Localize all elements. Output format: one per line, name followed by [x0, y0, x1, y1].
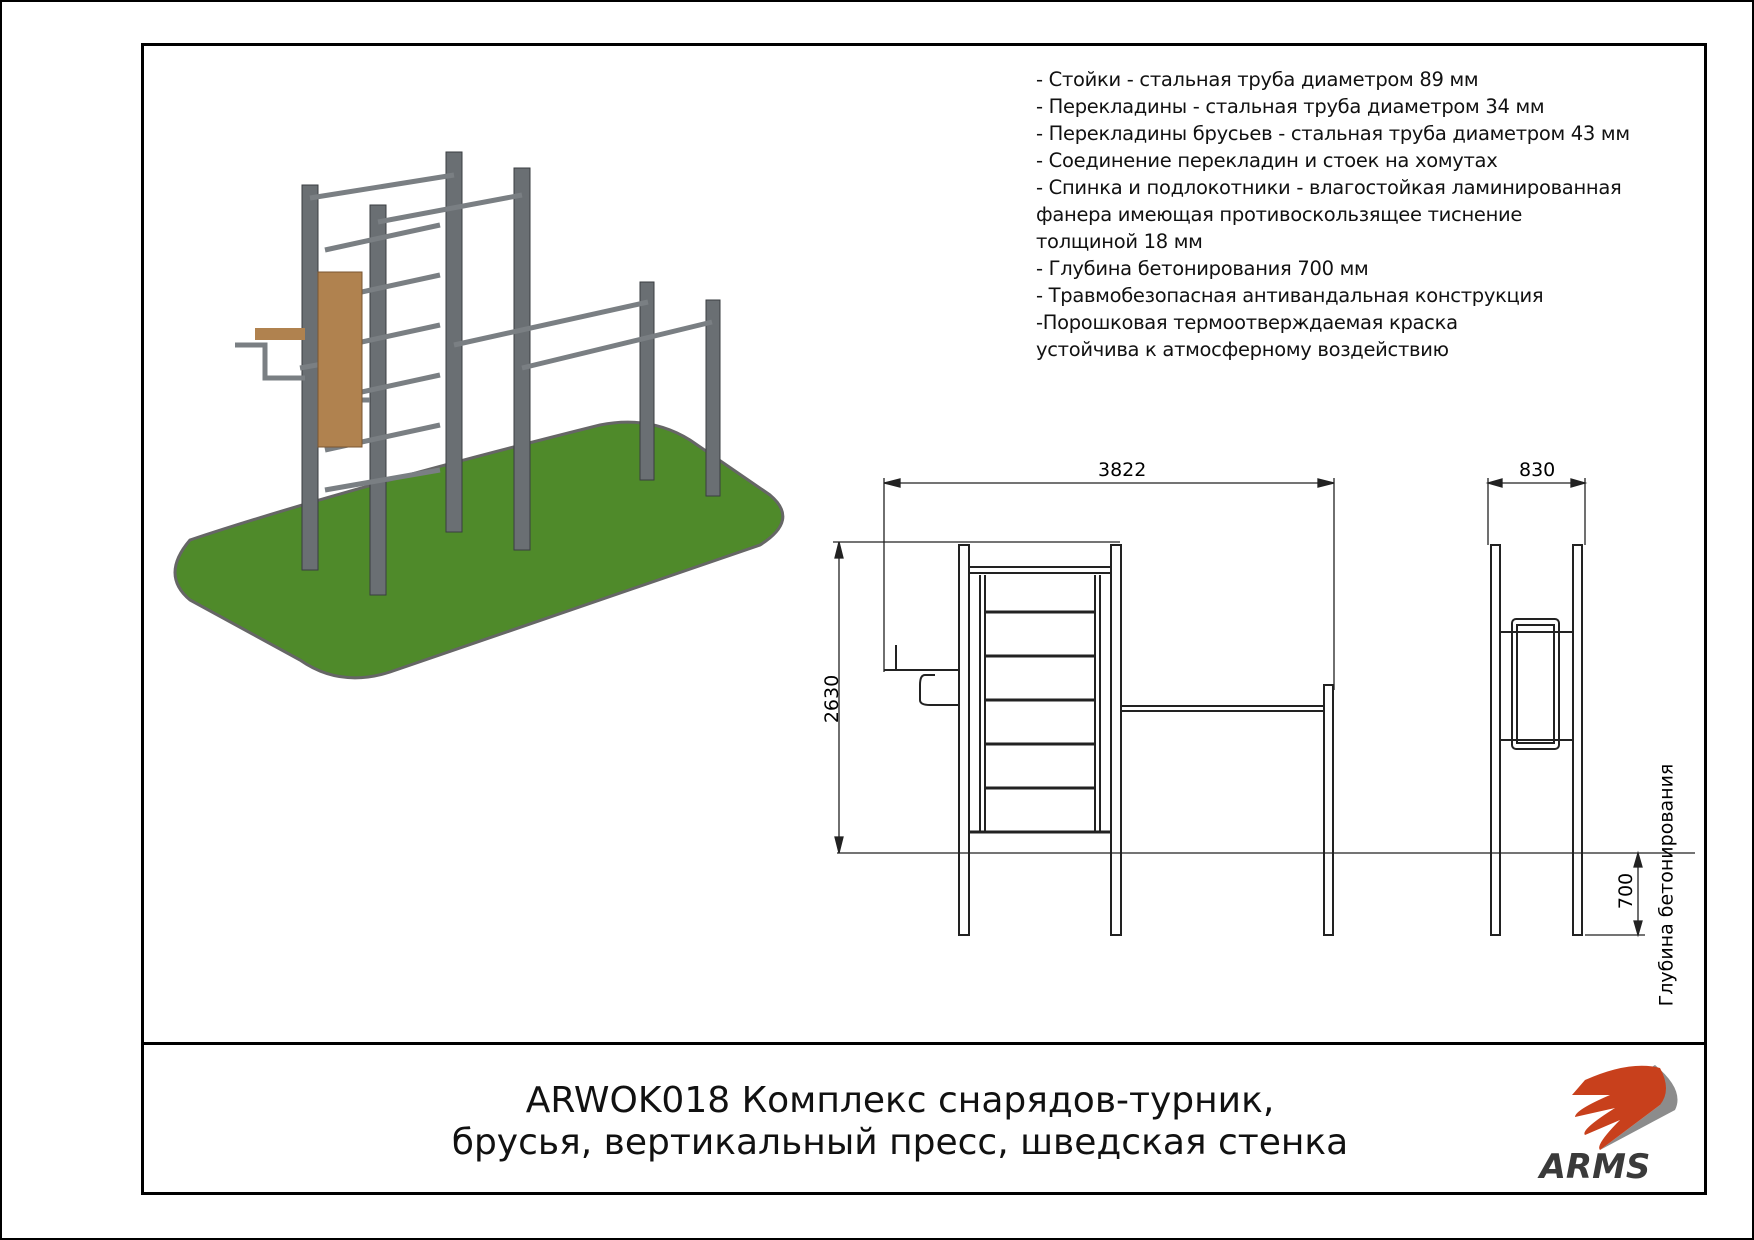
spec-line: фанера имеющая противоскользящее тиснени… — [1036, 203, 1523, 226]
title-line-2: брусья, вертикальный пресс, шведская сте… — [451, 1122, 1349, 1163]
side-view — [1490, 544, 1583, 936]
title-line-1: ARWOK018 Комплекс снарядов-турник, — [525, 1080, 1275, 1121]
front-view — [884, 544, 1334, 936]
dim-burial-caption: Глубина бетонирования — [1655, 763, 1678, 1007]
title-divider — [141, 1042, 1707, 1045]
spec-list: - Стойки - стальная труба диаметром 89 м… — [1036, 66, 1630, 363]
spec-line: толщиной 18 мм — [1036, 230, 1203, 253]
product-title: ARWOK018 Комплекс снарядов-турник, брусь… — [300, 1080, 1500, 1164]
spec-line: - Спинка и подлокотники - влагостойкая л… — [1036, 176, 1622, 199]
dim-height-label: 2630 — [821, 674, 844, 724]
dim-burial-label: 700 — [1615, 872, 1638, 910]
armrest — [255, 328, 305, 340]
svg-text:ARMS: ARMS — [1537, 1147, 1651, 1185]
dim-side-label: 830 — [1519, 459, 1556, 481]
spec-line: - Глубина бетонирования 700 мм — [1036, 257, 1369, 280]
dim-width-label: 3822 — [1098, 459, 1147, 481]
spec-line: - Травмобезопасная антивандальная констр… — [1036, 284, 1544, 307]
spec-line: - Перекладины - стальная труба диаметром… — [1036, 95, 1545, 118]
spec-line: - Соединение перекладин и стоек на хомут… — [1036, 149, 1498, 172]
spec-line: - Перекладины брусьев - стальная труба д… — [1036, 122, 1630, 145]
post — [639, 281, 655, 481]
spec-line: -Порошковая термоотверждаемая краска — [1036, 311, 1458, 334]
back-pad — [317, 271, 363, 448]
grass-base — [173, 420, 785, 680]
render-3d — [173, 151, 785, 680]
spec-line: - Стойки - стальная труба диаметром 89 м… — [1036, 68, 1479, 91]
arms-logo: ARMS — [1537, 1065, 1678, 1185]
dimension-lines — [833, 478, 1695, 938]
spec-line: устойчива к атмосферному воздействию — [1036, 338, 1449, 361]
post — [369, 204, 387, 596]
post — [513, 167, 531, 551]
drawing-frame — [141, 43, 1707, 1195]
post — [705, 299, 721, 497]
